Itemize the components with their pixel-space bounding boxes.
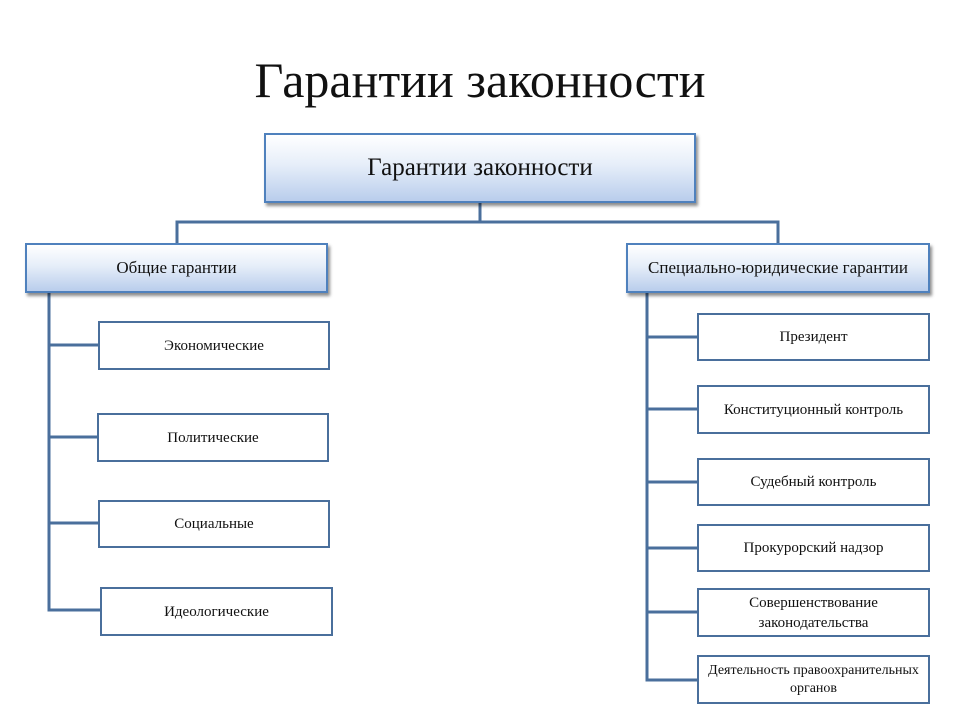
general-child-ideological: Идеологические <box>100 587 333 636</box>
special-legal-guarantees-node: Специально-юридические гарантии <box>626 243 930 293</box>
general-child-economic: Экономические <box>98 321 330 370</box>
special-child-constitutional-control: Конституционный контроль <box>697 385 930 434</box>
root-node: Гарантии законности <box>264 133 696 203</box>
general-guarantees-node: Общие гарантии <box>25 243 328 293</box>
slide-title: Гарантии законности <box>254 52 706 108</box>
special-child-prosecutorial-supervision: Прокурорский надзор <box>697 524 930 572</box>
special-child-judicial-control: Судебный контроль <box>697 458 930 506</box>
special-child-president: Президент <box>697 313 930 361</box>
special-child-legislation-improvement: Совершенствование законодательства <box>697 588 930 637</box>
general-child-political: Политические <box>97 413 329 462</box>
general-child-social: Социальные <box>98 500 330 548</box>
special-child-law-enforcement-activity: Деятельность правоохранительных органов <box>697 655 930 704</box>
